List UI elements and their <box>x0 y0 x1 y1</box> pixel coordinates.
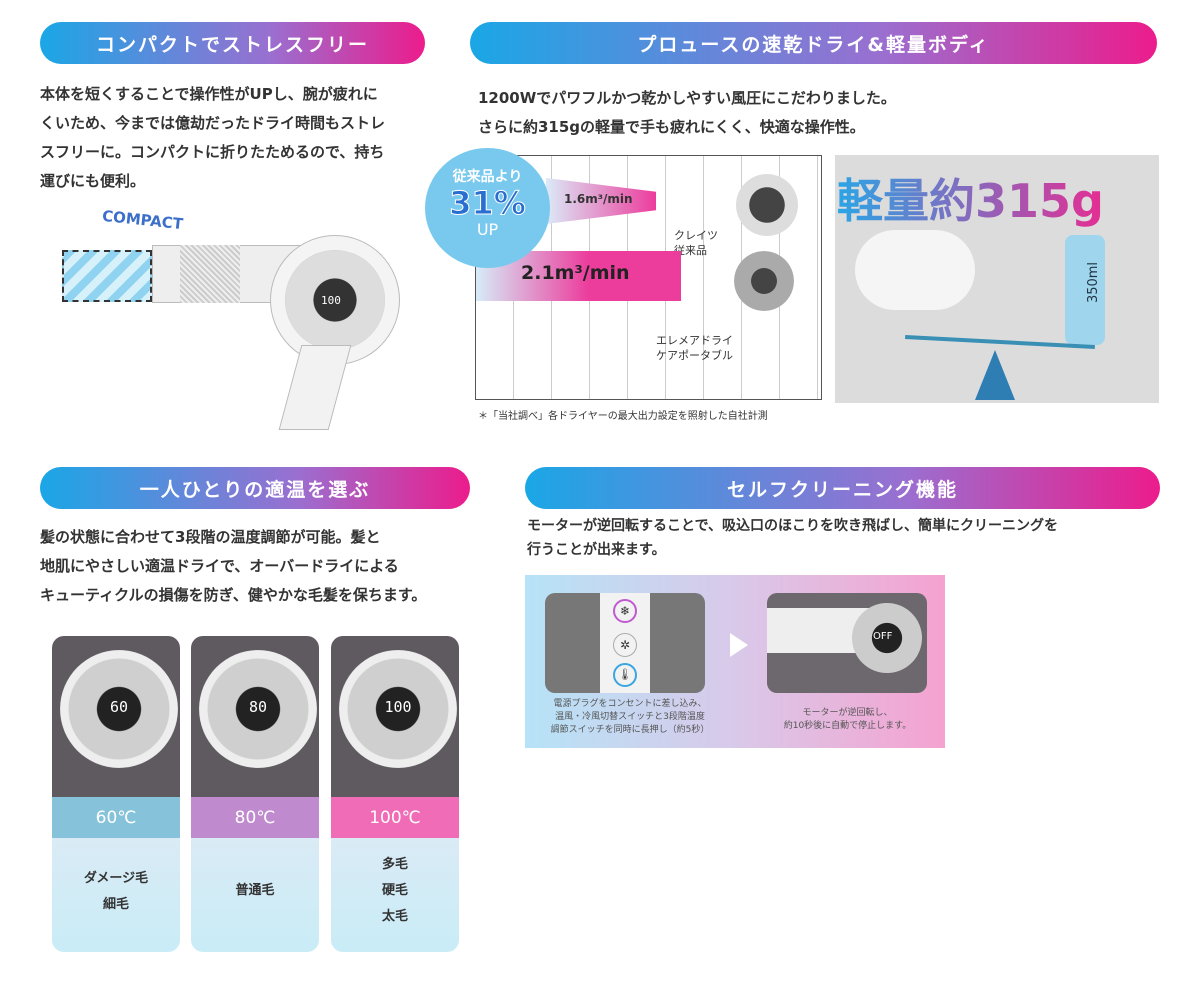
fan-icon: ✲ <box>613 633 637 657</box>
compact-illustration: COMPACT 100 <box>40 205 430 430</box>
quick-dry-description: 1200Wでパワフルかつ乾かしやすい風圧にこだわりました。 さらに約315gの軽… <box>478 89 896 136</box>
section-title-temperature: 一人ひとりの適温を選ぶ <box>40 467 470 509</box>
compact-description: 本体を短くすることで操作性がUPし、腕が疲れに くいため、今までは億劫だったドラ… <box>40 85 386 190</box>
temp-label: 100℃ <box>331 797 459 838</box>
badge-value: 31% <box>449 184 527 222</box>
badge-top: 従来品より <box>452 169 523 185</box>
arrow-right-icon <box>730 633 748 657</box>
dial-display: 100 <box>384 698 412 716</box>
self-cleaning-description: モーターが逆回転することで、吸込口のほこりを吹き飛ばし、簡単にクリーニングを 行… <box>527 518 1059 558</box>
temp-card-60: 60 60℃ ダメージ毛 細毛 <box>52 636 180 952</box>
temp-label: 80℃ <box>191 797 319 838</box>
self-cleaning-image: ❄ ✲ 🌡 OFF 電源プラグをコンセントに差し込み、 温風・冷風切替スイッチと… <box>525 575 945 748</box>
temperature-description: 髪の状態に合わせて3段階の温度調節が可能。髪と 地肌にやさしい適温ドライで、オー… <box>40 528 427 604</box>
airflow-comparison-chart: 1.6m³/min クレイツ 従来品 2.1m³/min エレメアドライ ケアポ… <box>475 155 822 400</box>
temp-label: 60℃ <box>52 797 180 838</box>
snowflake-icon: ❄ <box>613 599 637 623</box>
bottle-label: 350ml <box>1086 261 1102 304</box>
display-value: 100 <box>321 294 341 307</box>
airflow-badge: 従来品より 31% UP <box>425 148 550 268</box>
section-title-self-cleaning: セルフクリーニング機能 <box>525 467 1160 509</box>
temp-desc: 普通毛 <box>235 883 275 898</box>
weight-image: 軽量約315g 350ml <box>835 155 1159 403</box>
badge-bottom: UP <box>476 220 499 239</box>
temp-desc: 多毛 硬毛 太毛 <box>381 857 408 924</box>
thermometer-icon: 🌡 <box>613 663 637 687</box>
step2-caption: モーターが逆回転し、 約10秒後に自動で停止します。 <box>783 708 912 731</box>
weight-headline: 軽量約315g <box>837 165 1104 231</box>
old-product-name: クレイツ 従来品 <box>674 229 718 257</box>
new-flow-label: 2.1m³/min <box>521 262 630 284</box>
step1-caption: 電源プラグをコンセントに差し込み、 温風・冷風切替スイッチと3段階温度 調節スイ… <box>550 699 710 735</box>
dial-display: 60 <box>109 698 129 716</box>
temp-desc: ダメージ毛 細毛 <box>83 871 149 912</box>
dial-display: 80 <box>248 698 268 716</box>
section-title-compact: コンパクトでストレスフリー <box>40 22 425 64</box>
temp-card-100: 100 100℃ 多毛 硬毛 太毛 <box>331 636 459 952</box>
new-product-name: エレメアドライ ケアポータブル <box>656 334 733 362</box>
section-title-quick-dry: プロュースの速乾ドライ&軽量ボディ <box>470 22 1157 64</box>
footnote: ＊「当社調べ」各ドライヤーの最大出力設定を照射した自社計測 <box>478 411 768 422</box>
temp-card-80: 80 80℃ 普通毛 <box>191 636 319 952</box>
old-flow-label: 1.6m³/min <box>564 192 633 206</box>
off-display: OFF <box>873 631 893 642</box>
compact-label: COMPACT <box>101 206 184 234</box>
